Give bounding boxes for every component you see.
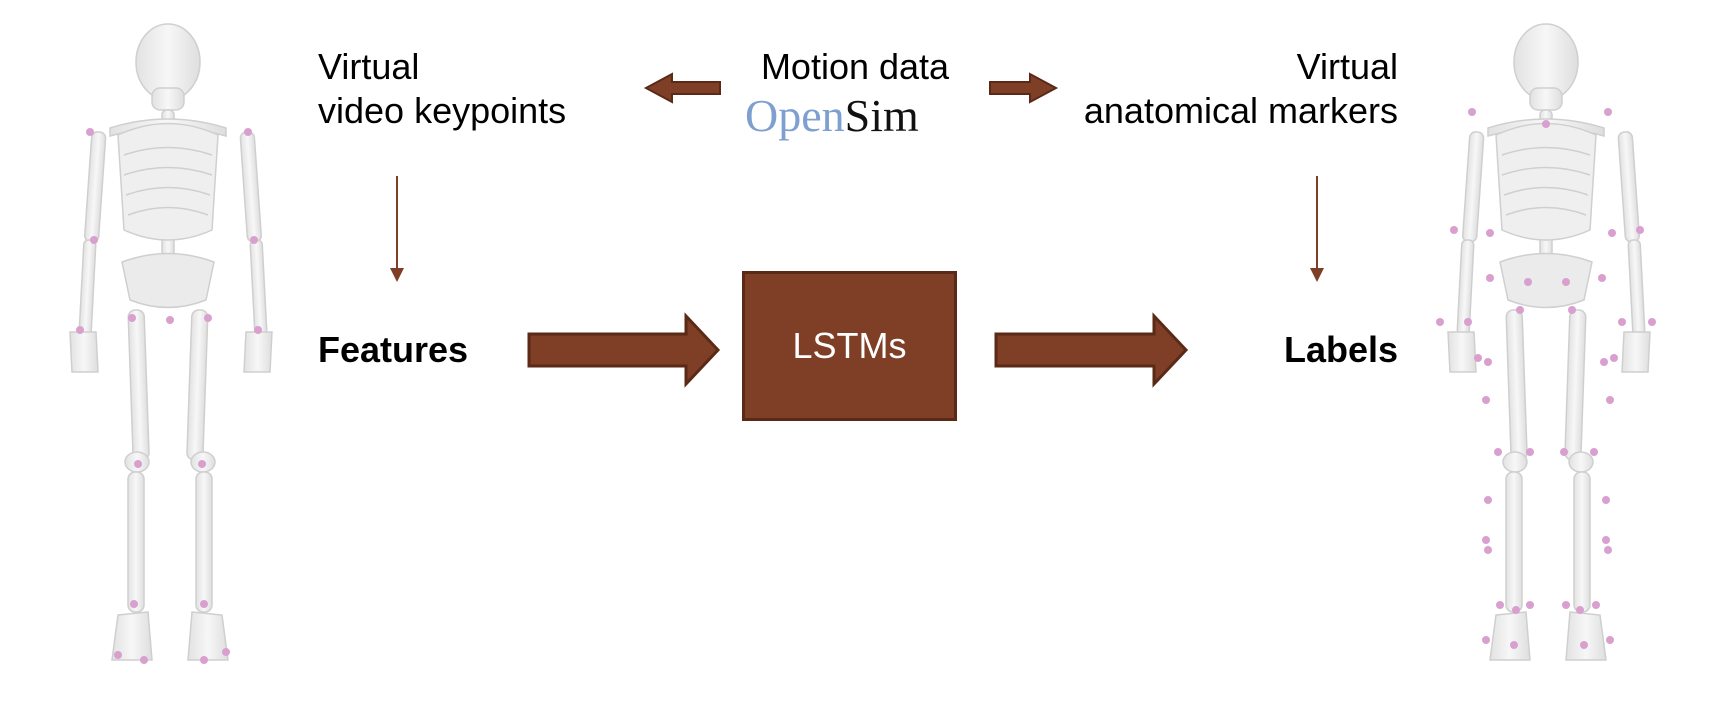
virtual-markers-line2: anatomical markers	[1083, 90, 1398, 131]
left-keypoints	[76, 128, 262, 664]
right-skeleton-icon	[1447, 23, 1651, 661]
virtual-anatomical-markers-label: Virtual anatomical markers	[1020, 45, 1398, 133]
virtual-markers-line1: Virtual	[1296, 46, 1398, 87]
virtual-video-keypoints-label: Virtual video keypoints	[318, 45, 638, 133]
lstms-box: LSTMs	[742, 271, 957, 421]
right-markers	[1436, 108, 1656, 649]
opensim-logo: OpenSim	[745, 88, 955, 144]
opensim-logo-open: Open	[745, 90, 845, 141]
virtual-video-keypoints-line2: video keypoints	[318, 90, 567, 131]
virtual-video-keypoints-line1: Virtual	[318, 46, 420, 87]
motion-data-label: Motion data	[760, 46, 950, 87]
arrow-features-to-lstms	[527, 312, 721, 388]
lstms-label: LSTMs	[792, 325, 907, 366]
left-skeleton-icon	[69, 23, 273, 661]
arrow-markers-to-labels	[1310, 176, 1324, 282]
features-label: Features	[318, 329, 469, 370]
opensim-logo-sim: Sim	[844, 90, 919, 141]
arrow-lstms-to-labels	[994, 312, 1189, 388]
arrow-to-markers	[989, 72, 1059, 104]
arrow-keypoints-to-features	[390, 176, 404, 282]
labels-label: Labels	[1283, 329, 1398, 370]
arrow-to-keypoints	[643, 72, 721, 104]
